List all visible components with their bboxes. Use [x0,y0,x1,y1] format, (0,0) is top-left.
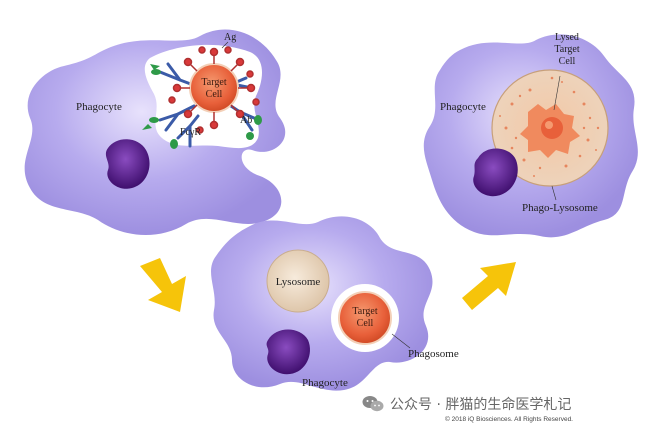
target-label-1a: Target [201,77,226,88]
ag-pointer [221,41,229,49]
lysed-debris [499,76,600,177]
phagocyte-label-3: Phagocyte [440,101,486,113]
nucleus-3 [473,148,518,197]
copyright-notice: © 2018 iQ Biosciences. All Rights Reserv… [445,416,573,423]
lysed-pointer [553,75,561,111]
lysed-label-2: Target [554,44,579,55]
lysed-label-3: Cell [559,56,576,67]
target-cell-2 [338,291,392,345]
lysed-label-1: Lysed [555,32,579,43]
target-cell-1 [189,63,239,113]
phagocyte-label-2: Phagocyte [302,377,348,389]
ab-label: Ab [240,115,252,126]
lysed-target-cell [520,104,580,158]
panel-2-phagocyte: Lysosome Target Cell Phagosome Phagocyte [211,216,459,391]
nucleus-2 [266,329,310,375]
target-label-1b: Cell [206,89,223,100]
panel-1-phagocyte: Phagocyte Target Cell Ag Ab FcγR [24,29,286,236]
panel-3-phagocyte: Phagocyte Lysed Target Cell Phago-Lysoso… [423,32,638,238]
phagosome-label: Phagosome [408,348,459,360]
lysosome [266,249,330,313]
fcgr-label: FcγR [180,127,201,138]
phago-lysosome-label: Phago-Lysosome [522,202,598,214]
phagocyte-body-2 [211,216,433,391]
target-label-2a: Target [352,306,377,317]
phagocyte-label-1: Phagocyte [76,101,122,113]
wechat-icon [362,396,384,412]
ag-label: Ag [224,32,236,43]
antigens [168,46,260,134]
nucleus-1 [105,139,150,189]
arrow-up-right [462,262,516,310]
phago-lysosome-pointer [551,185,557,201]
phagosome-pointer [391,333,411,349]
lysosome-label: Lysosome [276,276,321,288]
fc-receptors [142,64,262,149]
arrow-down-right [140,258,186,312]
watermark: 公众号 · 胖猫的生命医学札记 [362,394,571,414]
watermark-text: 公众号 · 胖猫的生命医学札记 [390,397,572,413]
target-label-2b: Cell [357,318,374,329]
